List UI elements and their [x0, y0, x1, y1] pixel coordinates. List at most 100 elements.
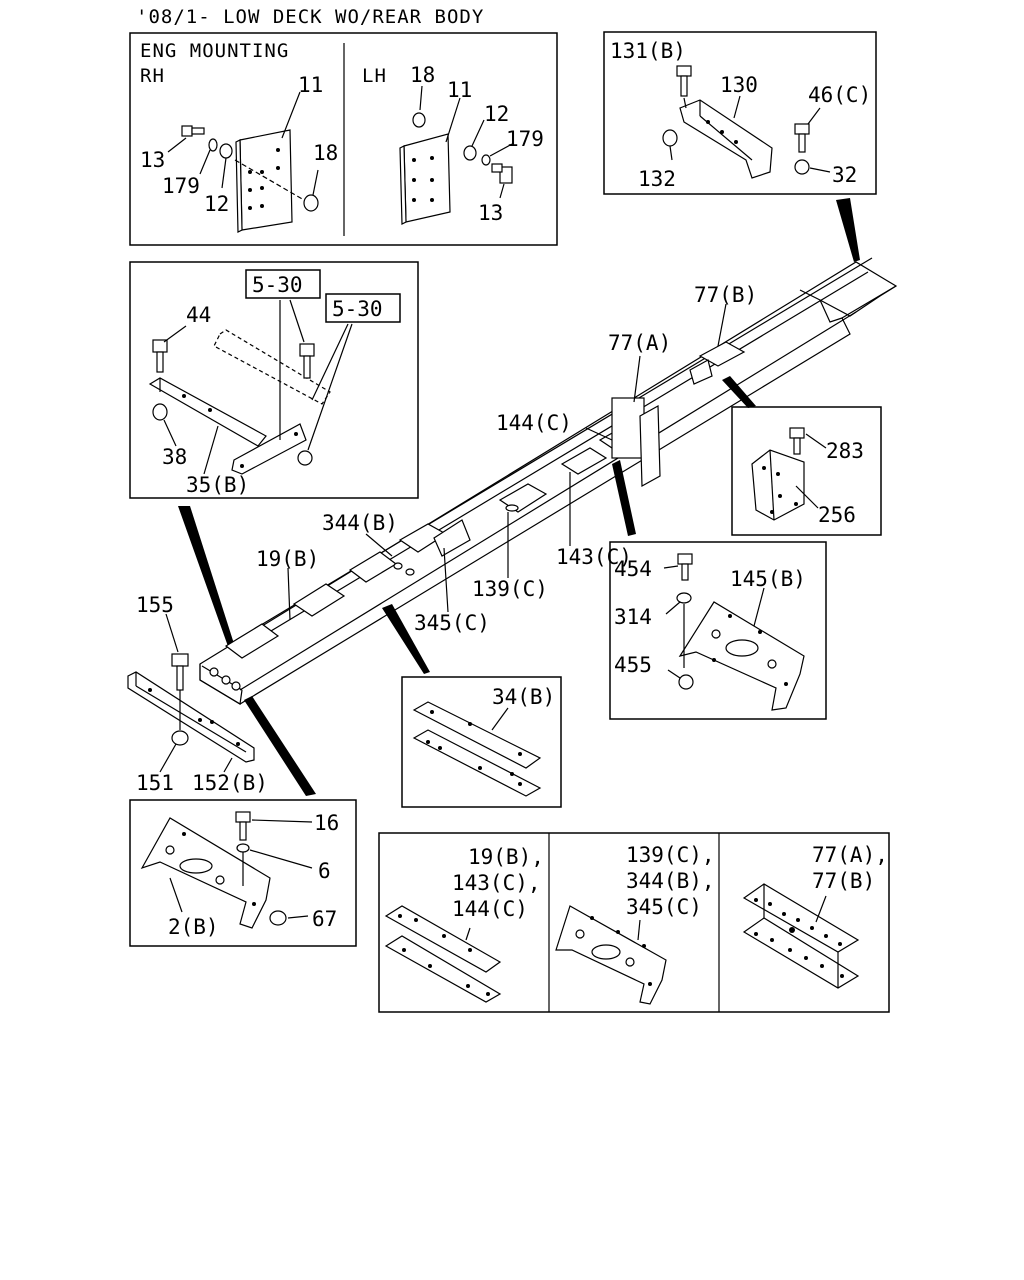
rh-lockwasher-179 [208, 138, 218, 152]
lh-label-12: 12 [484, 102, 509, 126]
leader-wedge-34 [382, 604, 430, 674]
bracket-130 [679, 99, 773, 179]
nut-132 [662, 129, 678, 147]
bolt-44 [152, 339, 168, 373]
leader-wedge-rear [836, 198, 860, 262]
leader-wedge-2 [244, 696, 316, 796]
lh-label: LH [362, 65, 387, 87]
leader-wedge-35 [178, 506, 236, 652]
ref-box-1 [245, 269, 321, 299]
label-35b: 35(B) [186, 473, 249, 497]
detail-c-line1: 77(A), [812, 843, 888, 867]
crossmember-35b [148, 377, 307, 475]
label-151: 151 [136, 771, 174, 795]
label-32: 32 [832, 163, 857, 187]
plate-34-panel: 34(B) [401, 676, 562, 808]
label-19b: 19(B) [256, 547, 319, 571]
washer-314 [676, 592, 692, 604]
rh-label-18: 18 [313, 141, 338, 165]
lh-lockwasher-179 [481, 154, 491, 166]
ref-label-1: 5-30 [252, 273, 303, 297]
detail-c: 77(A), 77(B) [742, 843, 888, 989]
bracket-283-panel: 283 256 [731, 406, 882, 536]
rung-345c [433, 519, 471, 557]
label-38: 38 [162, 445, 187, 469]
lh-label-13: 13 [478, 201, 503, 225]
crossmember-2b [140, 817, 271, 929]
plate-34b-lower [412, 729, 542, 797]
rh-label-179: 179 [162, 174, 200, 198]
label-314: 314 [614, 605, 652, 629]
crossmember-145-panel: 454 145(B) 314 455 [609, 541, 827, 720]
rh-mount-plate [235, 129, 293, 233]
detail-a: 19(B), 143(C), 144(C) [384, 845, 544, 1003]
label-345c: 345(C) [414, 611, 490, 635]
diagram-title: '08/1- LOW DECK WO/REAR BODY [136, 6, 484, 28]
nut-151 [171, 730, 189, 746]
label-34b: 34(B) [492, 685, 555, 709]
plate-34-frame [401, 676, 562, 808]
bracket-283-frame [731, 406, 882, 536]
crossmember-2-frame [129, 799, 357, 947]
lh-label-11: 11 [447, 78, 472, 102]
label-455: 455 [614, 653, 652, 677]
rear-bracket-frame [603, 31, 877, 195]
detail-c-line2: 77(B) [812, 869, 875, 893]
detail-frame [378, 832, 890, 1013]
rh-label-11: 11 [298, 73, 323, 97]
rh-bolt-13 [181, 125, 205, 137]
rear-bracket-panel: 131(B) 130 46(C) 132 32 [603, 31, 877, 195]
bolt-131b [676, 65, 692, 97]
label-139c: 139(C) [472, 577, 548, 601]
rh-washer-12 [219, 143, 233, 159]
washer-6 [236, 843, 250, 853]
nut-67 [269, 910, 287, 926]
detail-b-line1: 139(C), [626, 843, 715, 867]
detail-b: 139(C), 344(B), 345(C) [555, 843, 715, 1005]
bolt-454 [677, 553, 693, 581]
lh-label-18: 18 [410, 63, 435, 87]
rung-2 [292, 583, 346, 617]
rung-77b [698, 341, 746, 367]
detail-panels: 19(B), 143(C), 144(C) 139(C), 344(B), 34… [378, 832, 890, 1013]
bolt-5-30 [299, 343, 315, 379]
plate-34b-upper [412, 701, 542, 769]
label-2b: 2(B) [168, 915, 219, 939]
bolt-283 [789, 427, 805, 455]
detail-a-line3: 144(C) [452, 897, 528, 921]
rung-143c [560, 447, 608, 475]
ref-box-2 [325, 293, 401, 323]
rh-label-12: 12 [204, 192, 229, 216]
lh-label-179: 179 [506, 127, 544, 151]
label-144c: 144(C) [496, 411, 572, 435]
crossmember-145-frame [609, 541, 827, 720]
nut-32 [794, 159, 810, 175]
bracket-77a [611, 397, 645, 459]
eng-mounting-panel: ENG MOUNTING RH LH 11 13 179 12 1 [129, 32, 558, 246]
nut-5-30 [297, 450, 313, 466]
label-454: 454 [614, 557, 652, 581]
label-344b: 344(B) [322, 511, 398, 535]
label-77b: 77(B) [694, 283, 757, 307]
bolt-46c [794, 123, 810, 153]
label-46c: 46(C) [808, 83, 871, 107]
lh-bolt-13 [491, 163, 513, 184]
lh-washer-12 [463, 145, 477, 161]
detail-b-line2: 344(B), [626, 869, 715, 893]
label-130: 130 [720, 73, 758, 97]
label-44: 44 [186, 303, 211, 327]
eng-mounting-frame [129, 32, 558, 246]
label-145b: 145(B) [730, 567, 806, 591]
label-16: 16 [314, 811, 339, 835]
chassis-frame: 77(B) 77(A) 144(C) 344(B) 19(B) 143(C) 1… [199, 257, 898, 705]
front-bracket-group: 155 151 152(B) [127, 593, 268, 795]
rh-label-13: 13 [140, 148, 165, 172]
label-67: 67 [312, 907, 337, 931]
leader-wedge-145 [612, 460, 636, 536]
bolt-155 [171, 653, 189, 691]
rung-19b [224, 623, 280, 659]
leader-wedge-283 [722, 376, 756, 408]
label-77a: 77(A) [608, 331, 671, 355]
label-132: 132 [638, 167, 676, 191]
